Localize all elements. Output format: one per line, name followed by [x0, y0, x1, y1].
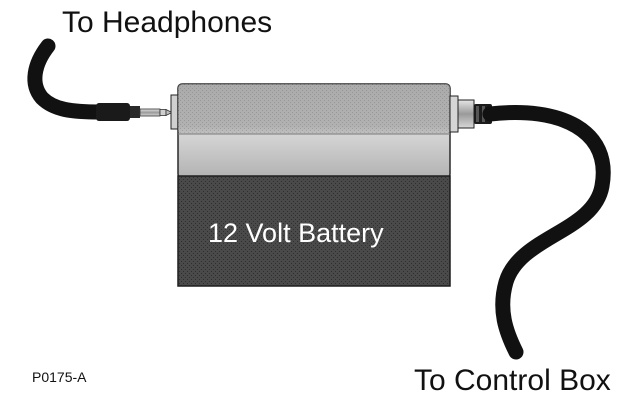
battery-label: 12 Volt Battery [208, 218, 384, 248]
headphone-cable [27, 38, 108, 120]
control-box-label: To Control Box [414, 364, 611, 397]
battery-body [177, 175, 451, 287]
control-box-cable [482, 105, 611, 360]
figure-id-label: P0175-A [32, 369, 87, 385]
battery-top-housing [177, 83, 451, 179]
headphones-label: To Headphones [62, 6, 273, 39]
headphone-jack-plug-icon [96, 103, 173, 121]
